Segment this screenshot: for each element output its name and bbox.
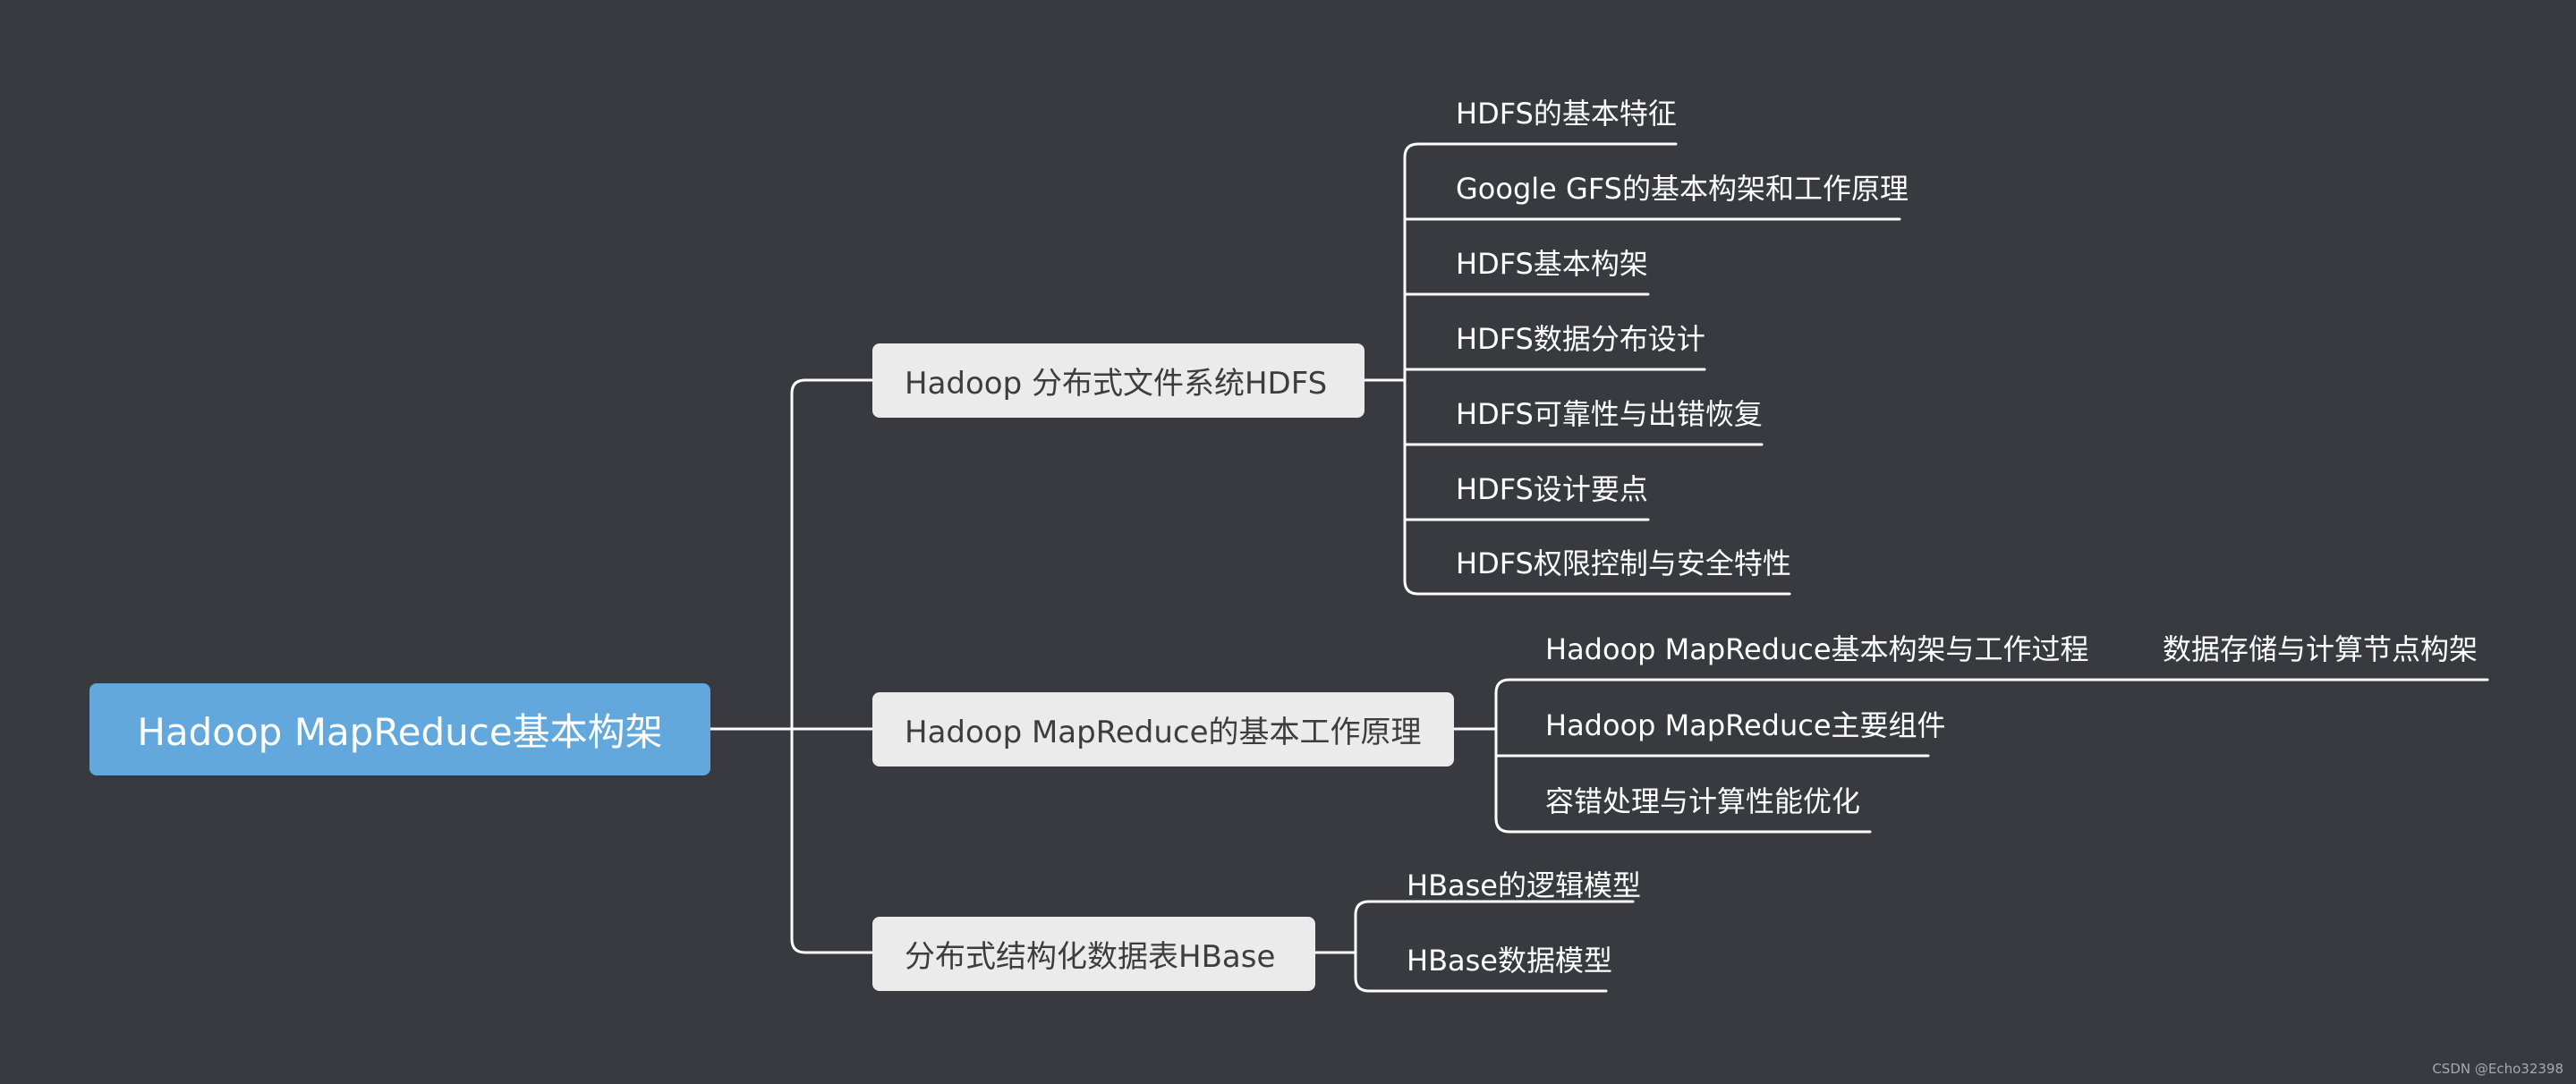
leaf-hdfs-architecture[interactable]: HDFS基本构架 xyxy=(1456,247,1648,281)
hbase-underline-1 xyxy=(1354,900,1635,917)
leaf-gfs-architecture[interactable]: Google GFS的基本构架和工作原理 xyxy=(1456,172,1909,206)
hdfs-underline-7 xyxy=(1403,579,1791,596)
branch-node-hdfs[interactable]: Hadoop 分布式文件系统HDFS xyxy=(872,343,1365,418)
leaf-hdfs-security[interactable]: HDFS权限控制与安全特性 xyxy=(1456,546,1791,580)
branch-node-mapreduce[interactable]: Hadoop MapReduce的基本工作原理 xyxy=(872,692,1454,766)
watermark: CSDN @Echo32398 xyxy=(2432,1061,2563,1077)
mr-underline-3 xyxy=(1494,817,1872,834)
branch-label: 分布式结构化数据表HBase xyxy=(905,939,1276,975)
link-branch-hdfs xyxy=(790,378,874,395)
leaf-hbase-logical-model[interactable]: HBase的逻辑模型 xyxy=(1407,868,1641,902)
leaf-hdfs-features[interactable]: HDFS的基本特征 xyxy=(1456,97,1677,131)
branch-label: Hadoop 分布式文件系统HDFS xyxy=(905,366,1328,402)
leaf-mr-architecture[interactable]: Hadoop MapReduce基本构架与工作过程 xyxy=(1545,632,2089,666)
leaf-hbase-data-model[interactable]: HBase数据模型 xyxy=(1407,944,1612,978)
branch-node-hbase[interactable]: 分布式结构化数据表HBase xyxy=(872,917,1315,991)
leaf-mr-storage-compute-nodes[interactable]: 数据存储与计算节点构架 xyxy=(2163,632,2478,666)
hbase-underline-2 xyxy=(1354,976,1608,993)
leaf-hdfs-data-distribution[interactable]: HDFS数据分布设计 xyxy=(1456,322,1705,356)
link-branch-hbase xyxy=(790,937,874,954)
root-node[interactable]: Hadoop MapReduce基本构架 xyxy=(89,683,710,775)
leaf-hdfs-reliability[interactable]: HDFS可靠性与出错恢复 xyxy=(1456,397,1763,431)
leaf-mr-components[interactable]: Hadoop MapReduce主要组件 xyxy=(1545,708,1946,742)
root-label: Hadoop MapReduce基本构架 xyxy=(137,710,663,754)
leaf-hdfs-design-points[interactable]: HDFS设计要点 xyxy=(1456,472,1648,506)
leaf-mr-fault-tolerance[interactable]: 容错处理与计算性能优化 xyxy=(1545,784,1861,818)
hdfs-underline-1 xyxy=(1403,142,1678,159)
branch-label: Hadoop MapReduce的基本工作原理 xyxy=(905,715,1422,750)
mr-underline-1 xyxy=(1494,678,2149,695)
